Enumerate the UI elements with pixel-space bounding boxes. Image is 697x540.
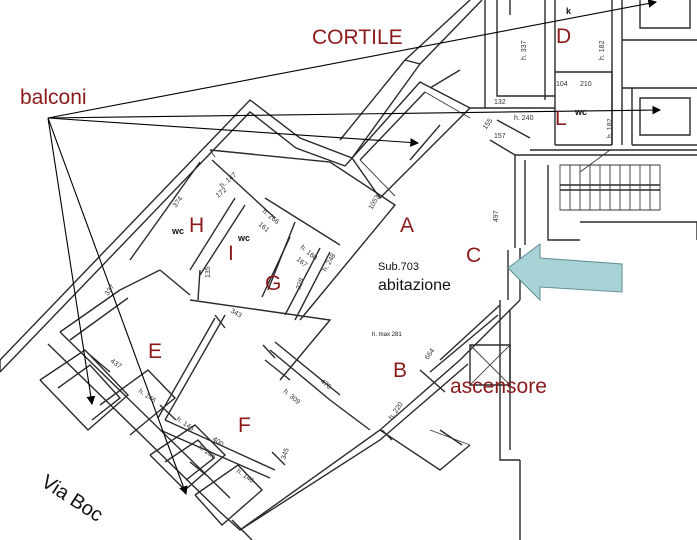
room-label-i: I [228, 242, 234, 265]
cortile-label: CORTILE [312, 26, 403, 49]
dim-104: 104 [556, 81, 568, 88]
dim-240: h. 240 [514, 115, 534, 122]
room-label-b: B [393, 359, 407, 382]
door-marks [89, 124, 463, 476]
dim-182-b: h. 182 [607, 118, 614, 138]
dim-345: 345 [280, 447, 291, 460]
dim-497: 497 [493, 210, 500, 222]
balconies-street [39, 349, 264, 526]
dim-286: h. 286 [197, 444, 217, 461]
entrance-arrow [507, 243, 623, 302]
dim-309: h. 309 [282, 388, 301, 406]
wc-label-i: wc [237, 233, 250, 243]
dim-146-a: h. 146 [137, 388, 157, 405]
dim-182-a: h. 182 [599, 40, 606, 60]
arrow-to-balcony-d [47, 0, 658, 119]
balconi-arrows [47, 0, 662, 496]
staircase [569, 149, 651, 210]
balcony-courtyard [344, 81, 471, 197]
room-label-h: H [189, 214, 204, 237]
wc-label-h: wc [171, 226, 184, 236]
room-label-e: E [148, 340, 162, 363]
room-label-f: F [238, 414, 251, 437]
balconi-label: balconi [20, 86, 87, 109]
k-label: k [566, 6, 572, 16]
courtyard-edge [339, 0, 483, 159]
dim-172: 172 [215, 187, 229, 200]
dim-437: 437 [109, 358, 123, 370]
dim-167: 167 [295, 256, 309, 269]
dim-155: 155 [482, 117, 494, 131]
dim-343: 343 [229, 308, 243, 320]
dim-337-top: h. 337 [521, 40, 528, 60]
dim-146-b: h. 146 [175, 416, 195, 433]
height-max-label: h. max 281 [372, 332, 402, 338]
dim-1053: 1053 [368, 194, 382, 211]
arrow-to-balcony-e [47, 117, 96, 406]
dim-664: 664 [424, 347, 436, 361]
dim-157: 157 [494, 133, 506, 140]
arrow-to-balcony-l [47, 105, 662, 119]
sub-label: Sub.703 [378, 261, 419, 273]
room-label-l: L [555, 107, 567, 130]
right-block [484, 0, 697, 248]
room-label-d: D [556, 25, 571, 48]
dim-132: 132 [494, 99, 506, 106]
lift-area [379, 300, 521, 540]
partitions [59, 149, 397, 479]
room-label-g: G [265, 272, 281, 295]
dim-161: 161 [257, 221, 271, 234]
wc-label-l: wc [574, 107, 587, 117]
room-label-c: C [466, 244, 481, 267]
dim-135: 135 [205, 266, 212, 278]
street-label: Via Boc [37, 471, 106, 527]
dim-210: 210 [580, 81, 592, 88]
ascensore-label: ascensore [450, 375, 547, 398]
arrow-to-balcony-f [47, 117, 188, 496]
room-label-a: A [400, 214, 414, 237]
dim-337: 337 [104, 283, 116, 297]
dim-476: 476 [319, 378, 333, 391]
abitazione-label: abitazione [378, 277, 451, 294]
arrow-to-balcony-courtyard [47, 117, 420, 147]
dim-228: 228 [295, 277, 306, 290]
